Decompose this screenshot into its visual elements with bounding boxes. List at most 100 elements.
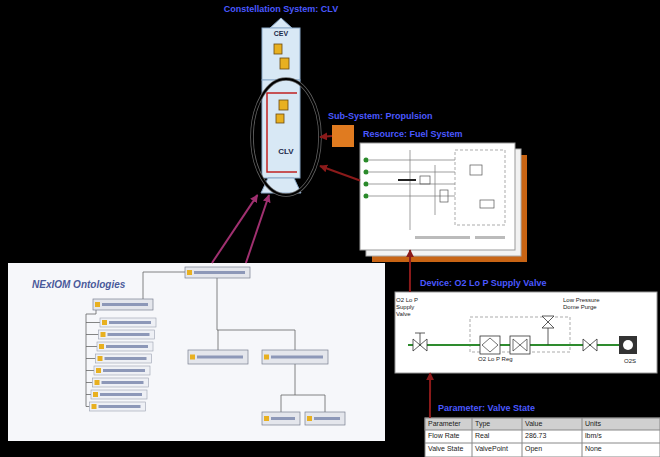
class-icon <box>95 380 100 385</box>
rocket-body <box>262 80 300 178</box>
table-cell: ValvePoint <box>475 445 508 453</box>
class-name-bar <box>271 417 295 420</box>
class-name-bar <box>103 369 145 372</box>
node-heading: Constellation System: CLV <box>224 4 338 14</box>
schematic-panel <box>395 292 657 373</box>
sensor-symbol <box>623 340 633 350</box>
class-icon <box>190 355 195 360</box>
class-name-bar <box>100 393 142 396</box>
valve-stem <box>415 333 425 334</box>
schematic-label: O2 Lo P Reg <box>478 356 513 363</box>
schematic-wire <box>369 160 455 161</box>
connector-arrow <box>429 373 431 418</box>
table-header-cell: Units <box>585 420 601 428</box>
class-icon <box>307 416 312 421</box>
class-icon <box>96 368 101 373</box>
focus-ellipse <box>252 79 320 195</box>
class-icon <box>92 404 97 409</box>
tree-link <box>143 272 185 299</box>
schematic-wire <box>369 184 455 185</box>
class-icon <box>93 392 98 397</box>
ontology-class-box <box>262 350 328 364</box>
class-name-bar <box>99 405 141 408</box>
class-name-bar <box>102 381 144 384</box>
schematic-wire <box>410 150 411 230</box>
class-icon <box>98 356 103 361</box>
class-icon <box>102 320 107 325</box>
table-cell: None <box>585 445 602 453</box>
schematic-group <box>455 150 505 225</box>
class-icon <box>95 302 100 307</box>
node-heading: NExIOM Ontologies <box>32 279 125 291</box>
ontology-class-box <box>305 412 345 425</box>
component-icon <box>279 100 288 110</box>
ontology-property-box <box>97 342 153 351</box>
schematic-label: Low Pressure Dome Purge <box>563 297 607 311</box>
sensor-symbol <box>619 336 637 354</box>
table-cell: Open <box>525 445 542 453</box>
tree-link <box>86 323 100 407</box>
connector-arrow <box>320 166 360 180</box>
valve-symbol <box>583 339 597 351</box>
ontology-property-box <box>91 390 147 399</box>
connector-dot <box>364 194 369 199</box>
connector-arrow <box>409 250 411 292</box>
table-header-cell: Parameter <box>428 420 461 428</box>
connector-arrow <box>320 136 332 137</box>
table-rule <box>582 418 583 457</box>
resource-panel: Resource: Fuel System <box>360 143 515 250</box>
valve-symbol <box>413 339 427 351</box>
table-cell: Real <box>475 432 489 440</box>
class-name-bar <box>197 356 243 359</box>
rocket-capsule <box>262 28 300 80</box>
filter-symbol <box>482 338 498 352</box>
class-icon <box>264 355 269 360</box>
ontology-property-box <box>96 354 152 363</box>
ontology-class-box <box>93 299 153 310</box>
ontology-panel <box>8 263 385 441</box>
class-name-bar <box>106 345 148 348</box>
schematic-wire <box>369 172 455 173</box>
regulator-symbol <box>510 336 530 354</box>
table-rule <box>522 418 523 457</box>
device-panel: Device: O2 Lo P Supply Valve <box>395 292 657 373</box>
schematic-label: O2S <box>624 358 636 365</box>
node-label: CLV <box>252 147 320 156</box>
component-icon <box>280 58 289 69</box>
ontology-property-box <box>99 330 155 339</box>
class-name-bar <box>314 417 340 420</box>
schematic-symbol <box>480 200 494 208</box>
class-name-bar <box>194 271 245 274</box>
class-icon <box>187 270 192 275</box>
schematic-symbol <box>440 190 448 202</box>
ontology-property-box <box>90 402 146 411</box>
class-name-bar <box>105 357 147 360</box>
schematic-panel <box>360 143 515 250</box>
node-heading: Resource: Fuel System <box>363 129 463 139</box>
class-icon <box>99 344 104 349</box>
stage-outline <box>267 93 297 172</box>
rocket-nose <box>270 18 292 28</box>
regulator-symbol <box>513 339 527 351</box>
tree-link <box>281 364 325 412</box>
table-cell: Valve State <box>428 445 463 453</box>
connector-dot <box>364 182 369 187</box>
capsule-section: CEV <box>262 28 300 80</box>
class-name-bar <box>108 333 150 336</box>
schematic-caption-bar <box>475 236 505 239</box>
connector-arrow <box>212 195 257 263</box>
schematic-caption-bar <box>415 236 470 239</box>
table-header-cell: Value <box>525 420 542 428</box>
node-heading: Sub-System: Propulsion <box>328 111 433 121</box>
class-icon <box>264 416 269 421</box>
table-header <box>425 418 660 430</box>
focus-ellipse-rim <box>252 79 320 195</box>
filter-symbol <box>480 336 500 354</box>
table-rule <box>472 418 473 457</box>
class-name-bar <box>271 356 323 359</box>
class-icon <box>101 332 106 337</box>
node-heading: Parameter: Valve State <box>438 403 535 413</box>
